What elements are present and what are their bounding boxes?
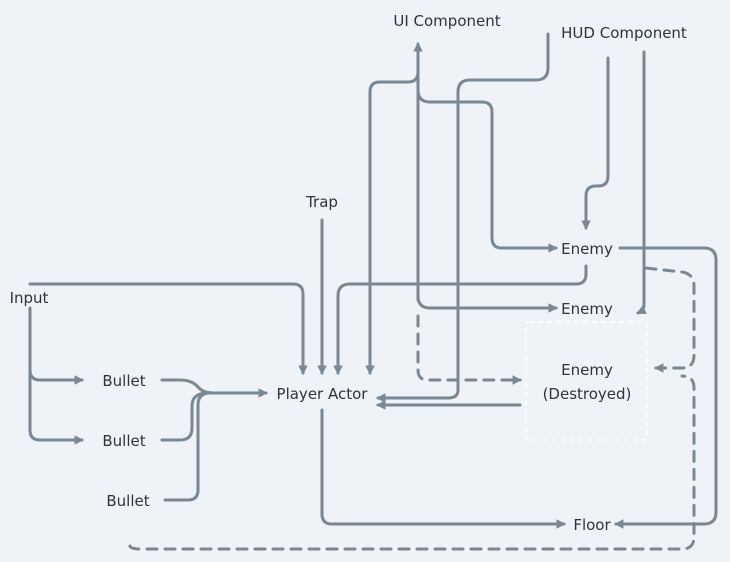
node-floor: Floor	[573, 516, 611, 534]
edge-dashed-enemy-destroyed	[644, 266, 696, 373]
enemy-destroyed-box	[525, 321, 648, 441]
edge-bullet2-player	[160, 391, 210, 442]
edge-bullet3-player	[163, 391, 212, 502]
edge-ui-player	[365, 68, 420, 375]
node-bullet-3: Bullet	[106, 492, 149, 510]
edge-bullet1-player	[160, 378, 268, 398]
node-bullet-2: Bullet	[102, 432, 145, 450]
node-enemy-destroyed-line1: Enemy	[561, 361, 613, 379]
node-ui-component: UI Component	[393, 12, 500, 30]
edge-enemy-player	[333, 264, 588, 375]
edge-input-bullet2	[28, 368, 84, 445]
node-enemy-top: Enemy	[561, 240, 613, 258]
edge-hud-enemy-destroyed	[636, 50, 648, 315]
edge-hud-player	[376, 32, 550, 403]
edge-player-floor	[320, 408, 566, 529]
edge-hud-enemy-top	[581, 56, 610, 230]
edge-input-bullet1	[28, 306, 84, 385]
node-enemy-mid: Enemy	[561, 300, 613, 318]
edge-dashed-bullet-floor	[128, 374, 696, 551]
node-hud-component: HUD Component	[561, 24, 687, 42]
edge-enemy-floor	[614, 246, 718, 529]
node-bullet-1: Bullet	[102, 372, 145, 390]
edge-dashed-ui-destroyed	[416, 314, 522, 385]
node-trap: Trap	[305, 193, 338, 211]
node-enemy-destroyed-line2: (Destroyed)	[543, 385, 632, 403]
edge-ui-enemy-mid	[416, 294, 558, 313]
node-input: Input	[10, 289, 49, 307]
node-player-actor: Player Actor	[277, 385, 369, 403]
edge-ui-enemy-top	[416, 88, 558, 253]
edge-input-player	[28, 282, 308, 375]
